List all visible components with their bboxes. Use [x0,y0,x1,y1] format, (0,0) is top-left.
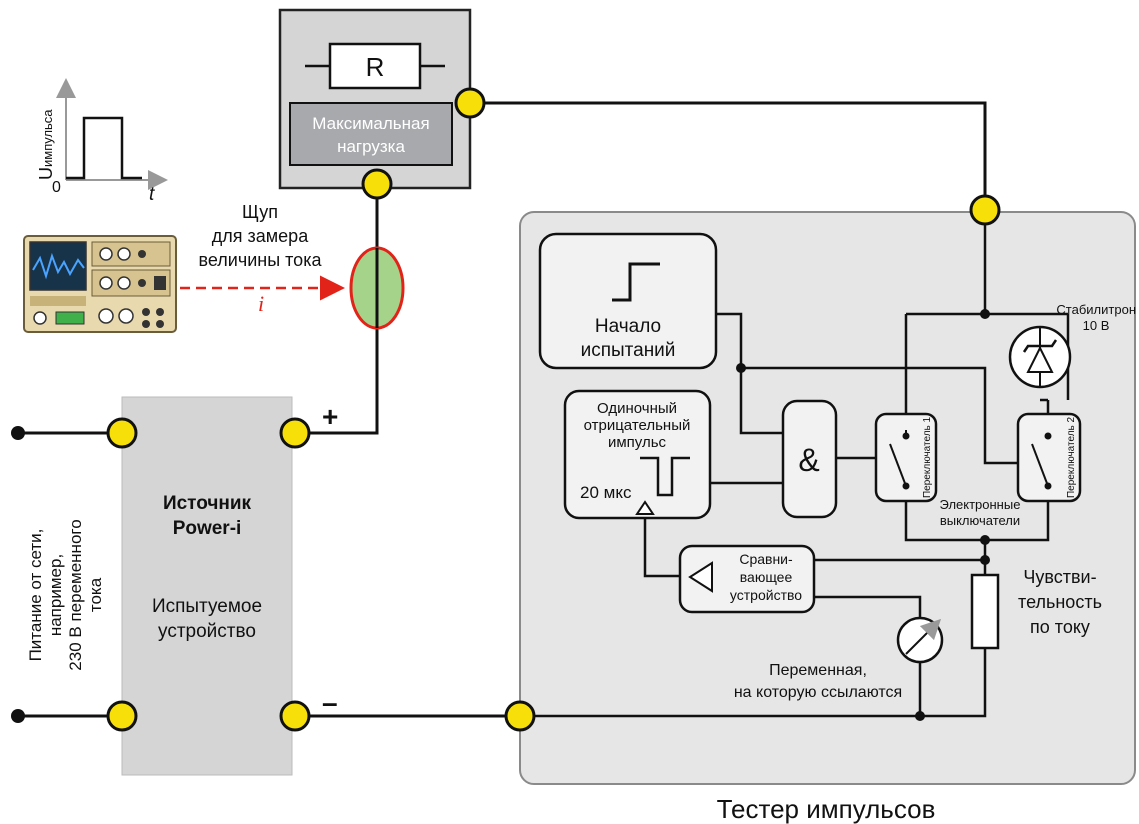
comparator-block [678,544,816,614]
tester-top-terminal [969,194,1001,226]
pulse-trigger-input-icon [635,500,655,515]
electronic-switches-line1: Электронные [940,497,1021,512]
comparator-label-line1: Сравни- [739,551,793,567]
mains-terminal-bottom [106,700,138,732]
junction-dot [736,363,746,373]
tester-title: Тестер импульсов [717,794,936,824]
electronic-switches-line2: выключатели [940,513,1020,528]
oscilloscope-icon [23,235,177,333]
junction-dot [980,309,990,319]
dut-label-line1: Испытуемое [152,596,262,617]
contact-dot [1044,432,1052,440]
source-plus-terminal [279,417,311,449]
mains-label-line1: Питание от сети, [26,529,45,662]
source-name-line2: Power-i [173,518,242,539]
negative-pulse-icon [640,456,690,497]
test-start-label-line2: испытаний [581,340,676,361]
pulse-zero-label: 0 [52,179,61,196]
test-start-label-line1: Начало [595,316,661,337]
pulse-width-label: 20 мкс [580,483,632,502]
zener-label-line1: Стабилитрон [1056,302,1136,317]
switch-2-label: Переключатель 2 [1066,416,1077,498]
switch-2-block [1016,412,1082,503]
probe-current-label: i [258,291,264,316]
zener-label-line2: 10 В [1083,318,1110,333]
dut-label-line2: устройство [158,621,256,642]
tester-ground-terminal [504,700,536,732]
switch-2-lever [1031,443,1049,487]
single-pulse-block [563,389,712,520]
pulse-block-label-line3: импульс [608,434,667,451]
sensitivity-label-line1: Чувстви- [1023,567,1096,587]
reference-label-line2: на которую ссылаются [734,684,902,701]
source-box [121,396,293,776]
plus-sign: + [322,401,338,432]
source-minus-terminal [279,700,311,732]
resistor-symbol [328,42,422,90]
mains-plug-top [11,426,25,440]
reference-label-line1: Переменная, [769,662,867,679]
comparator-triangle-icon [688,561,713,593]
probe-label-line1: Щуп [242,202,278,222]
load-terminal-bottom [361,168,393,200]
switch-1-label: Переключатель 1 [922,416,933,498]
mains-label-line2: например, [46,554,65,636]
zener-triangle [1026,345,1054,373]
minus-sign: – [322,687,338,718]
zener-bar [1022,339,1058,353]
pulse-voltage-label: Uимпульса [36,109,56,180]
wires-external [20,101,987,718]
mains-label-line3: 230 В переменного [66,519,85,670]
comparator-label-line3: устройство [730,587,802,603]
max-load-label-line1: Максимальная [312,114,429,133]
switch-1-lever [889,443,907,487]
pulse-block-label-line1: Одиночный [597,400,677,417]
max-load-block [289,102,453,166]
step-symbol-icon [612,262,660,302]
switch-1-block [874,412,938,503]
max-load-label-line2: нагрузка [337,137,405,156]
junction-dot [915,711,925,721]
resistor-label: R [366,52,385,82]
load-terminal-right [454,87,486,119]
contact-dot [902,432,910,440]
mains-terminal-top [106,417,138,449]
source-name-line1: Источник [163,493,252,514]
probe-label-line2: для замера [212,226,309,246]
sense-resistor [970,573,1000,650]
comparator-label-line2: вающее [740,569,793,585]
and-gate-block [781,399,838,519]
pulse-graph: 0 t Uимпульса [36,78,168,205]
mains-plug-bottom [11,709,25,723]
and-gate-label: & [798,442,819,478]
junction-dot [980,555,990,565]
sensitivity-label-line3: по току [1030,617,1090,637]
pulse-block-label-line2: отрицательный [584,417,691,434]
probe-label-line3: величины тока [199,250,323,270]
pulse-time-label: t [149,184,155,205]
sensitivity-label-line2: тельность [1018,592,1102,612]
mains-label-line4: тока [86,577,105,612]
reference-adjust-arrow [905,618,942,655]
junction-dot [980,535,990,545]
